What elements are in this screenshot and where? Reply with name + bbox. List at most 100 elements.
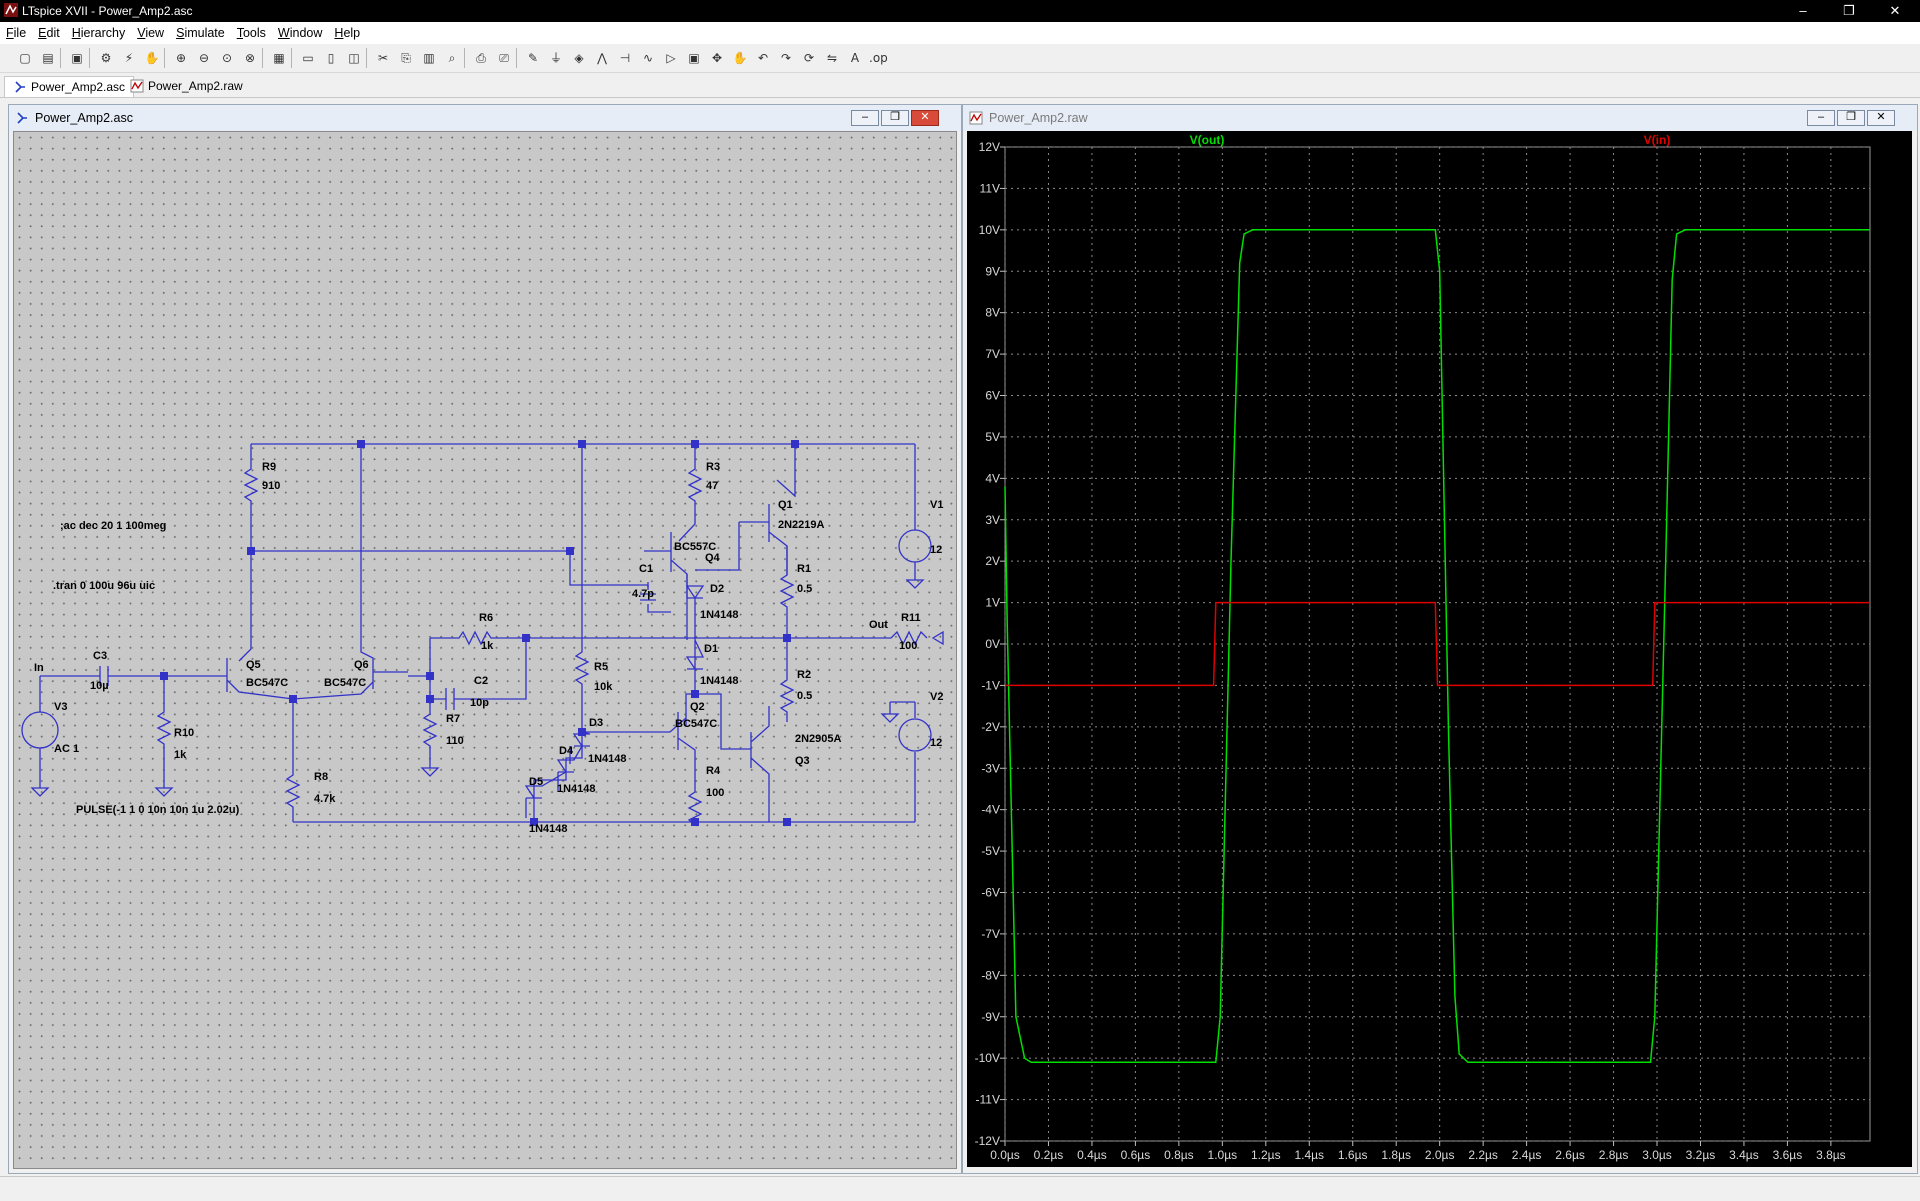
y-tick-label: -4V <box>981 803 1000 817</box>
component-icon[interactable]: ▣ <box>688 51 700 65</box>
waveform-icon <box>969 111 983 125</box>
x-tick-label: 3.0µs <box>1642 1148 1672 1162</box>
tab-waveform[interactable]: Power_Amp2.raw <box>122 76 251 96</box>
zoom-out-icon[interactable]: ⊖ <box>198 51 210 65</box>
save-icon[interactable]: ▣ <box>71 51 83 65</box>
value-D3: 1N4148 <box>588 753 627 765</box>
schematic-window-titlebar[interactable]: Power_Amp2.asc – ❐ ✕ <box>9 105 961 131</box>
find-icon[interactable]: ⌕ <box>448 51 456 65</box>
child-close-icon[interactable]: ✕ <box>1867 110 1895 126</box>
capacitor-icon[interactable]: ⊣ <box>619 51 631 65</box>
y-tick-label: 3V <box>985 513 1000 527</box>
halt-icon[interactable]: ✋ <box>144 51 160 65</box>
drag-icon[interactable]: ✋ <box>732 51 748 65</box>
label-R4: R4 <box>706 765 721 777</box>
status-bar <box>0 1176 1920 1201</box>
label-D3: D3 <box>589 717 603 729</box>
child-restore-icon[interactable]: ❐ <box>881 110 909 126</box>
diode-icon[interactable]: ▷ <box>666 51 676 65</box>
child-close-icon[interactable]: ✕ <box>911 110 939 126</box>
zoom-fit-icon[interactable]: ⊙ <box>221 51 233 65</box>
text-icon[interactable]: A <box>850 51 860 65</box>
restore-icon[interactable]: ❐ <box>1843 3 1855 18</box>
label-C2: C2 <box>474 675 488 687</box>
child-restore-icon[interactable]: ❐ <box>1837 110 1865 126</box>
control-panel-icon[interactable]: ⚙ <box>100 51 112 65</box>
menu-help[interactable]: Help <box>334 26 361 40</box>
zoom-cancel-icon[interactable]: ⊗ <box>244 51 256 65</box>
ground-icon[interactable]: ⏚ <box>549 51 562 65</box>
copy-icon[interactable]: ⎘ <box>401 51 411 65</box>
x-tick-label: 3.6µs <box>1773 1148 1803 1162</box>
inductor-icon[interactable]: ∿ <box>642 51 654 65</box>
directive-ac[interactable]: ;ac dec 20 1 100meg <box>60 520 166 532</box>
label-R11: R11 <box>901 612 921 624</box>
run-icon[interactable]: ⚡ <box>124 51 134 65</box>
cascade-icon[interactable]: ◫ <box>348 51 360 65</box>
print-icon[interactable]: ⎙ <box>476 51 486 65</box>
series-line-vout <box>1004 229 1870 1064</box>
label-net-icon[interactable]: ◈ <box>574 51 584 65</box>
menu-view[interactable]: View <box>137 26 165 40</box>
y-tick-label: 4V <box>985 471 1000 485</box>
resistor-icon[interactable]: ⋀ <box>597 51 607 65</box>
child-minimize-icon[interactable]: – <box>851 110 879 126</box>
y-tick-label: -5V <box>981 844 1000 858</box>
menu-window[interactable]: Window <box>277 26 323 40</box>
tab-label: Power_Amp2.raw <box>148 79 243 93</box>
y-tick-label: 9V <box>985 264 1000 278</box>
paste-icon[interactable]: ▥ <box>423 51 435 65</box>
autorange-icon[interactable]: ▦ <box>273 51 285 65</box>
redo-icon[interactable]: ↷ <box>780 51 792 65</box>
mirror-icon[interactable]: ⇋ <box>826 51 838 65</box>
x-tick-label: 1.8µs <box>1381 1148 1411 1162</box>
rotate-icon[interactable]: ⟳ <box>803 51 815 65</box>
toolbar-separator <box>164 48 165 68</box>
schematic-canvas[interactable]: ;ac dec 20 1 100meg .tran 0 100u 96u uic… <box>13 131 957 1169</box>
x-tick-label: 2.8µs <box>1599 1148 1629 1162</box>
tile-horizontal-icon[interactable]: ▭ <box>302 51 314 65</box>
label-V3: V3 <box>54 701 67 713</box>
x-tick-label: 2.6µs <box>1555 1148 1585 1162</box>
y-tick-label: 0V <box>985 637 1000 651</box>
menu-file[interactable]: File <box>6 26 27 40</box>
value-C3: 10µ <box>90 680 109 692</box>
undo-icon[interactable]: ↶ <box>757 51 769 65</box>
tile-vertical-icon[interactable]: ▯ <box>327 51 335 65</box>
spice-directive-icon[interactable]: .op <box>869 51 888 65</box>
move-icon[interactable]: ✥ <box>711 51 723 65</box>
close-icon[interactable]: ✕ <box>1889 3 1901 18</box>
menu-hierarchy[interactable]: Hierarchy <box>71 26 126 40</box>
y-tick-label: 2V <box>985 554 1000 568</box>
y-tick-label: 8V <box>985 306 1000 320</box>
value-Q1: 2N2219A <box>778 519 825 531</box>
print-preview-icon[interactable]: ⎚ <box>499 51 509 65</box>
zoom-in-icon[interactable]: ⊕ <box>175 51 187 65</box>
value-D1: 1N4148 <box>700 675 739 687</box>
series-line-vin <box>1005 601 1870 687</box>
menu-edit[interactable]: Edit <box>38 26 60 40</box>
minimize-icon[interactable]: – <box>1799 3 1807 18</box>
pulse-spec[interactable]: PULSE(-1 1 0 10n 10n 1u 2.02u) <box>76 804 240 816</box>
y-tick-label: -10V <box>975 1051 1000 1065</box>
label-R6: R6 <box>479 612 493 624</box>
tab-schematic[interactable]: Power_Amp2.asc <box>4 76 135 97</box>
value-V2: 12 <box>930 737 942 749</box>
waveform-window-titlebar[interactable]: Power_Amp2.raw – ❐ ✕ <box>963 105 1917 131</box>
child-minimize-icon[interactable]: – <box>1807 110 1835 126</box>
menu-simulate[interactable]: Simulate <box>176 26 225 40</box>
menu-tools[interactable]: Tools <box>236 26 266 40</box>
label-Q4: Q4 <box>705 552 721 564</box>
new-schematic-icon[interactable]: ▢ <box>19 51 31 65</box>
value-C2: 10p <box>470 697 489 709</box>
directive-tran[interactable]: .tran 0 100u 96u uic <box>53 580 155 592</box>
label-D4: D4 <box>559 745 574 757</box>
label-Q2: Q2 <box>690 701 705 713</box>
wire-icon[interactable]: ✎ <box>527 51 539 65</box>
y-tick-label: 6V <box>985 389 1000 403</box>
cut-icon[interactable]: ✂ <box>377 51 389 65</box>
open-icon[interactable]: ▤ <box>42 51 54 65</box>
label-R3: R3 <box>706 461 720 473</box>
